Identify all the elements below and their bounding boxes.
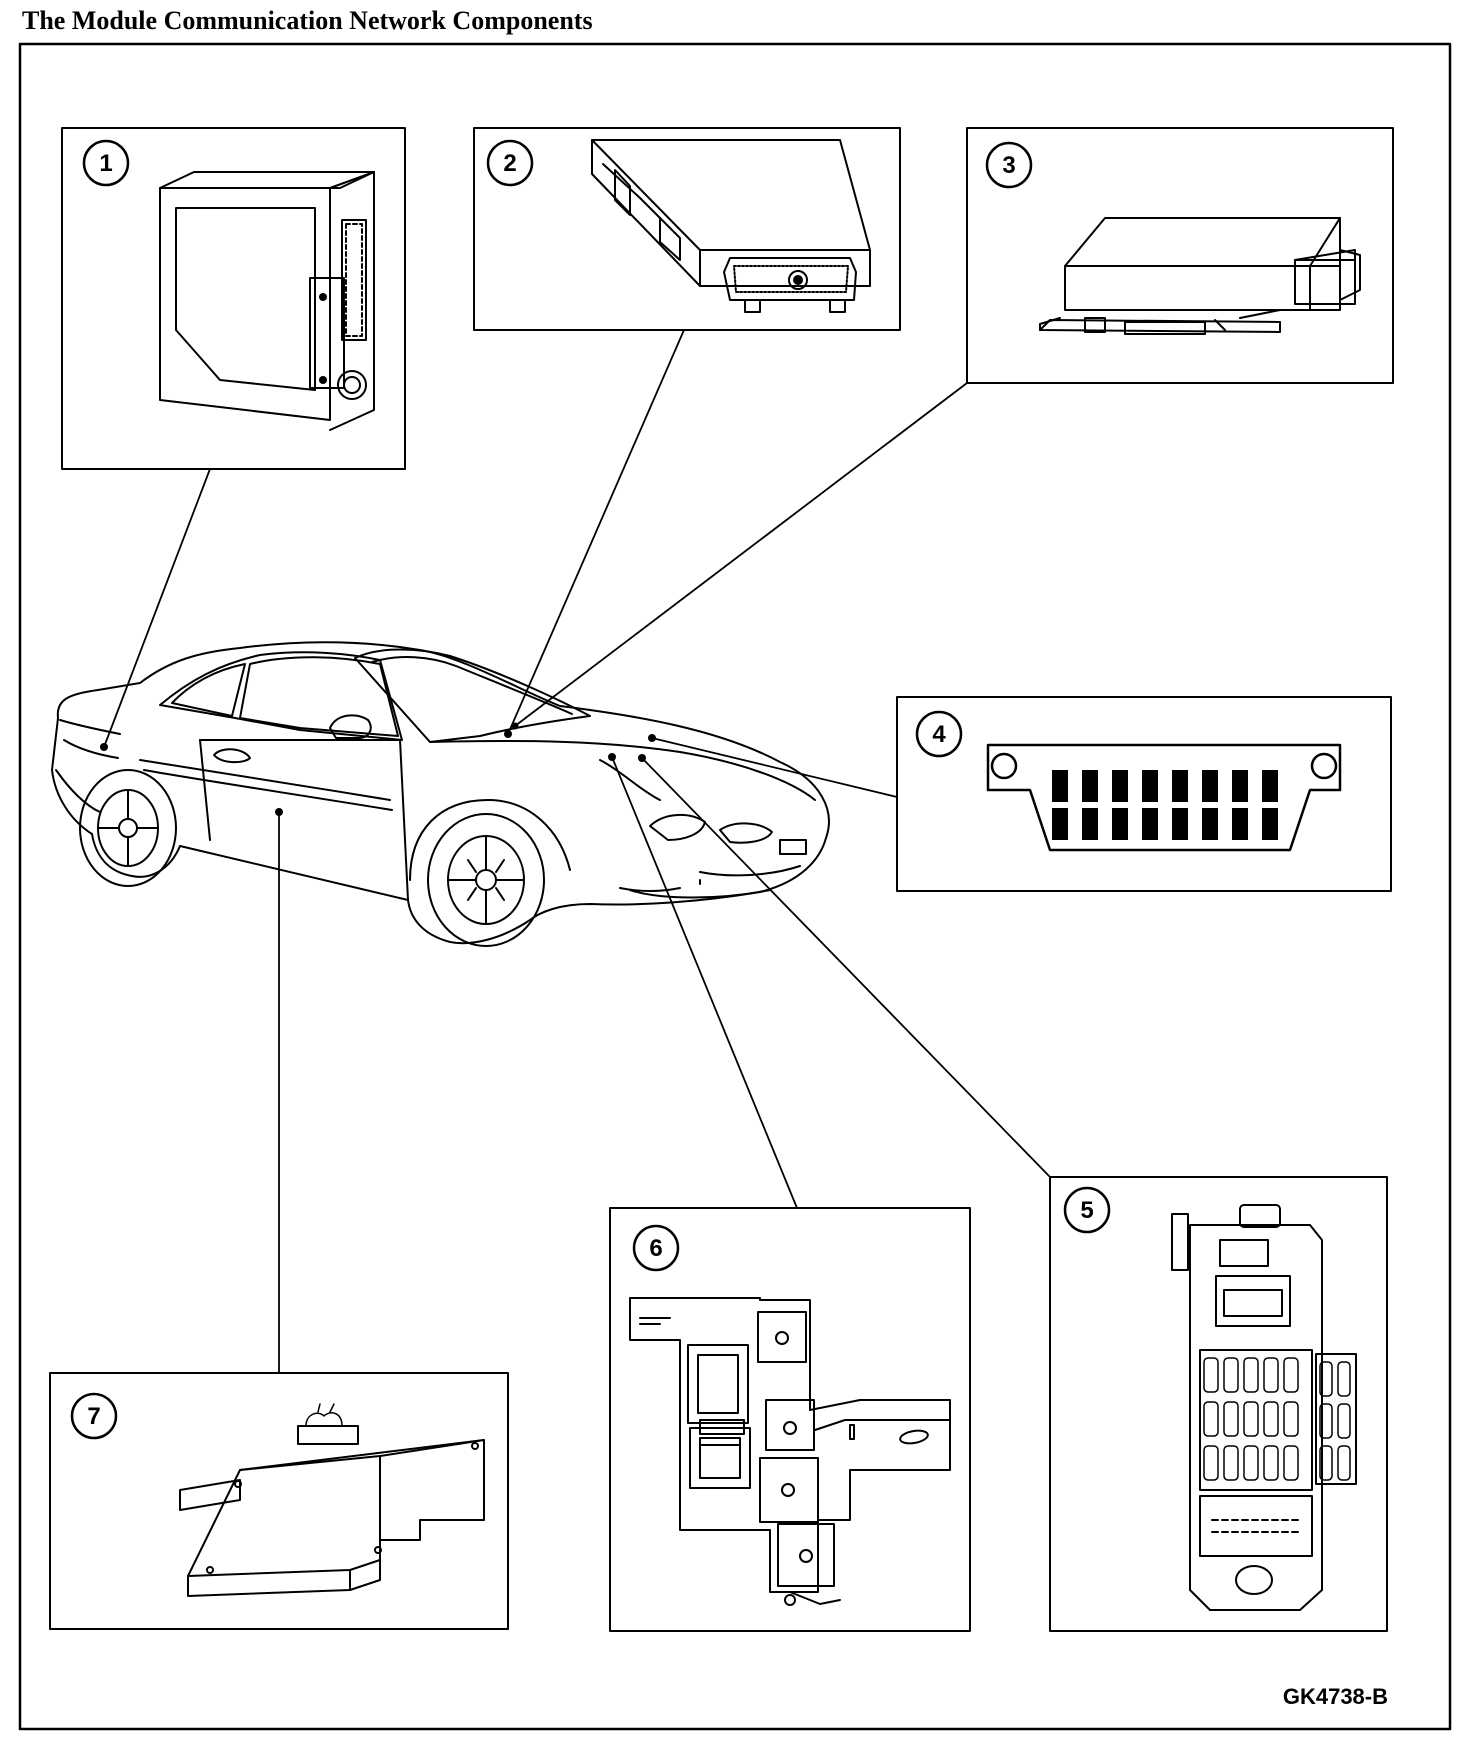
component-panel-2	[473, 127, 901, 331]
relay-bracket-drawing	[629, 1297, 951, 1606]
callout-4-label: 4	[932, 721, 946, 748]
vehicle-illustration	[51, 641, 830, 947]
callout-3: 3	[985, 141, 1033, 189]
callout-6-label: 6	[649, 1235, 662, 1262]
callout-7-label: 7	[87, 1403, 100, 1430]
callout-2-label: 2	[503, 150, 516, 177]
callout-1: 1	[82, 139, 130, 187]
component-panel-7	[49, 1372, 509, 1630]
attachment-points	[100, 722, 656, 816]
component-panel-6	[609, 1207, 971, 1632]
callout-3-label: 3	[1002, 152, 1015, 179]
component-panel-5	[1049, 1176, 1388, 1632]
module-3-drawing	[1039, 217, 1361, 335]
callout-1-label: 1	[99, 150, 112, 177]
component-panel-1	[61, 127, 406, 470]
connector-pins	[1052, 770, 1278, 840]
callout-6: 6	[632, 1224, 680, 1272]
leader-lines	[103, 329, 1051, 1374]
callout-5-label: 5	[1080, 1197, 1093, 1224]
fuse-panel-drawing	[1171, 1204, 1357, 1611]
callout-2: 2	[486, 139, 534, 187]
figure-code: GK4738-B	[1283, 1684, 1388, 1709]
callout-7: 7	[70, 1392, 118, 1440]
module-1-drawing	[159, 171, 375, 431]
outer-frame	[18, 42, 1452, 1731]
component-panel-4	[896, 696, 1392, 892]
callout-4: 4	[915, 710, 963, 758]
diagnostic-connector-drawing	[986, 743, 1342, 852]
callout-5: 5	[1063, 1186, 1111, 1234]
component-panel-3	[966, 127, 1394, 384]
module-2-drawing	[591, 139, 871, 313]
module-7-drawing	[179, 1403, 485, 1597]
page-title: The Module Communication Network Compone…	[22, 6, 593, 35]
